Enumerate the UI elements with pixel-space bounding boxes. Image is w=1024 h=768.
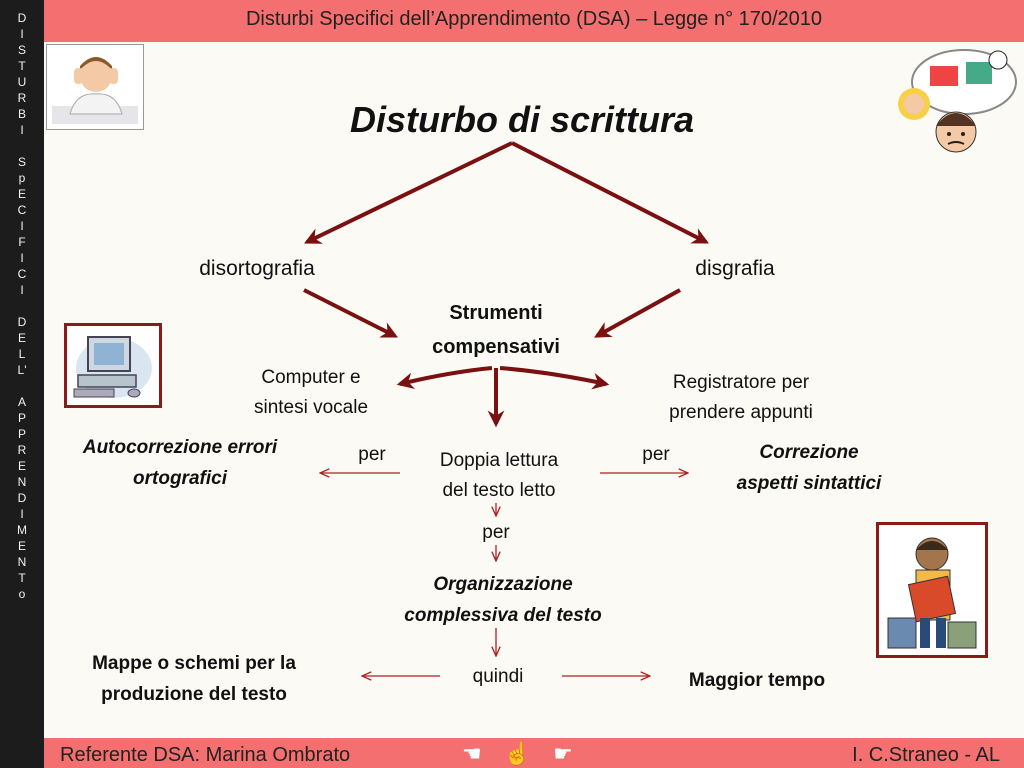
label-per-left: per	[358, 444, 386, 465]
sidebar-letter: p	[18, 171, 26, 185]
label-disgrafia: disgrafia	[695, 257, 775, 280]
sidebar-letter: S	[17, 43, 26, 57]
sidebar-letter: I	[20, 123, 24, 137]
sidebar-letter: C	[17, 267, 27, 281]
sidebar-letter: M	[17, 523, 27, 537]
footer-navigation: ☚☝☛	[462, 741, 595, 767]
arrow-strumenti-to-registratore	[499, 366, 610, 390]
arrow-title-to-disortografia	[303, 141, 513, 244]
sidebar-letter: D	[17, 315, 27, 329]
sidebar-letter: N	[17, 475, 27, 489]
sidebar-letter: T	[18, 59, 26, 73]
sidebar-letter: P	[17, 411, 26, 425]
label-mappe-line1: Mappe o schemi per la	[92, 653, 296, 674]
arrow-strumenti-to-computer	[396, 366, 493, 390]
label-autocorrezione-line1: Autocorrezione errori	[82, 437, 278, 458]
hand-pointing-right-icon[interactable]: ☛	[553, 741, 595, 766]
sidebar-letter: I	[20, 283, 24, 297]
sidebar-letter: E	[17, 539, 26, 553]
footer-bar	[44, 738, 1024, 768]
arrow-disortografia-to-strumenti	[303, 288, 398, 338]
sidebar-letter: E	[17, 187, 26, 201]
sidebar-letter: A	[17, 395, 26, 409]
sidebar-letter: N	[17, 555, 27, 569]
sidebar-letter: P	[17, 427, 26, 441]
header-bar	[44, 0, 1024, 42]
label-correzione-line1: Correzione	[759, 442, 859, 463]
sidebar-letter: U	[17, 75, 27, 89]
sidebar-letter: I	[20, 507, 24, 521]
stressed-student-image	[46, 44, 144, 130]
diagram-title: Disturbo di scrittura	[350, 99, 694, 140]
header-title: Disturbi Specifici dell’Apprendimento (D…	[245, 8, 823, 30]
label-mappe-line2: produzione del testo	[101, 684, 287, 705]
sidebar-letter: R	[17, 91, 27, 105]
label-per-right: per	[642, 444, 670, 465]
label-registratore-line1: Registratore per	[673, 372, 810, 393]
sidebar-letter: L'	[17, 363, 27, 377]
sidebar-letter: o	[18, 587, 26, 601]
label-maggior-tempo: Maggior tempo	[689, 670, 825, 691]
label-organizzazione-line1: Organizzazione	[433, 574, 573, 595]
label-autocorrezione-line2: ortografici	[133, 468, 228, 489]
dreaming-boy-image	[886, 42, 1020, 160]
sidebar-letter: I	[20, 219, 24, 233]
sidebar-letter: I	[20, 27, 24, 41]
hand-pointing-left-icon[interactable]: ☚	[462, 741, 504, 766]
sidebar-letter: D	[17, 491, 27, 505]
label-doppia-lettura-line1: Doppia lettura	[440, 450, 559, 471]
sidebar-letter: D	[17, 11, 27, 25]
sidebar-letter: T	[18, 571, 26, 585]
label-strumenti-line2: compensativi	[432, 336, 560, 358]
label-per-center: per	[482, 522, 510, 543]
hand-pointer-icon[interactable]: ☝	[503, 741, 554, 766]
sidebar-letter: B	[17, 107, 26, 121]
label-doppia-lettura-line2: del testo letto	[442, 480, 555, 501]
label-disortografia: disortografia	[199, 257, 315, 280]
sidebar-letter: E	[17, 459, 26, 473]
arrow-disgrafia-to-strumenti	[594, 288, 681, 338]
footer-referente: Referente DSA: Marina Ombrato	[60, 744, 351, 766]
sidebar-letter: S	[17, 155, 26, 169]
student-with-book-image	[876, 522, 988, 658]
label-computer-line2: sintesi vocale	[254, 397, 368, 418]
sidebar-letter: L	[18, 347, 26, 361]
sidebar-letter: E	[17, 331, 26, 345]
label-organizzazione-line2: complessiva del testo	[404, 605, 601, 626]
sidebar-letter: F	[18, 235, 26, 249]
label-quindi: quindi	[473, 666, 524, 687]
sidebar-letter: I	[20, 251, 24, 265]
label-correzione-line2: aspetti sintattici	[737, 473, 882, 494]
label-computer-line1: Computer e	[261, 367, 360, 388]
label-registratore-line2: prendere appunti	[669, 402, 813, 423]
label-strumenti-line1: Strumenti	[449, 302, 542, 324]
footer-school: I. C.Straneo - AL	[852, 744, 1000, 766]
sidebar-letter: C	[17, 203, 27, 217]
computer-image	[64, 323, 162, 408]
arrow-title-to-disgrafia	[511, 141, 709, 244]
sidebar-letter: R	[17, 443, 27, 457]
